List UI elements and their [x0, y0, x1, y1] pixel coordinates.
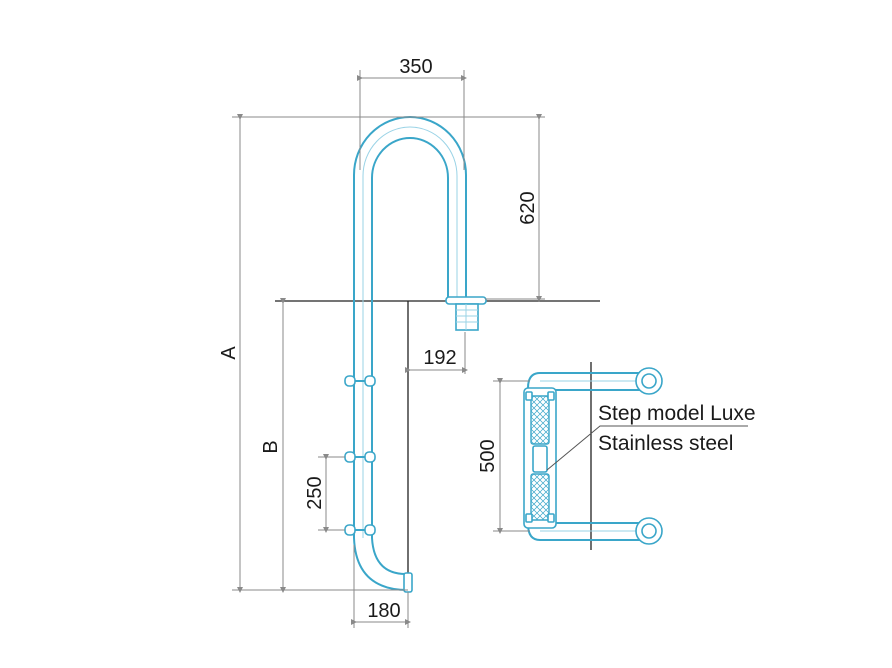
step-clip-top-right [547, 391, 555, 401]
dim-wall-offset-label: 192 [423, 347, 456, 369]
step-clip-bottom-right [547, 513, 555, 523]
handrail-outer [353, 116, 467, 538]
step-bracket-3 [344, 524, 376, 536]
dim-submerged-height: B [260, 298, 286, 593]
dim-bottom-width-label: 180 [367, 600, 400, 622]
dim-total-height-label: A [218, 346, 240, 360]
dim-step-spacing-label: 250 [304, 476, 326, 509]
dim-hook-height-label: 620 [517, 191, 539, 224]
dim-submerged-height-label: B [260, 440, 282, 453]
handrail-inside [371, 137, 449, 538]
step-tread-center [532, 445, 548, 473]
step-detail-view: 500 Step model Luxe Stainless steel [477, 362, 756, 550]
step-bracket-1 [344, 375, 376, 387]
wall-buffer [403, 572, 413, 593]
dim-wall-offset: 192 [405, 332, 468, 374]
handrail-inner [362, 126, 458, 538]
bottom-curve-outer [353, 537, 409, 591]
dim-step-depth: 500 [477, 378, 530, 534]
dim-bottom-width: 180 [351, 545, 411, 628]
note-material: Stainless steel [598, 432, 733, 455]
step-bracket-2 [344, 451, 376, 463]
dim-top-width-label: 350 [399, 56, 432, 78]
step-tread-mesh-top [530, 395, 550, 445]
anchor-socket [455, 303, 479, 331]
note-step-model: Step model Luxe [598, 402, 756, 425]
bottom-curve-inner [371, 537, 407, 575]
dim-step-spacing: 250 [304, 454, 345, 533]
anchor-flange [445, 296, 487, 305]
dim-top-width: 350 [357, 56, 467, 170]
note-leader-line [546, 425, 748, 471]
detail-top-flange-inner [641, 373, 657, 389]
dim-total-height: A [218, 114, 410, 593]
ladder-side-view: 350 620 A B 250 192 [218, 56, 600, 628]
dim-step-depth-label: 500 [477, 439, 499, 472]
detail-bottom-flange-inner [641, 523, 657, 539]
anchor-thread [456, 304, 478, 330]
detail-top-rail [540, 372, 648, 391]
step-tread-mesh-bottom [530, 473, 550, 521]
step-clip-top [525, 391, 533, 401]
dim-hook-height: 620 [410, 114, 545, 302]
detail-bottom-rail [540, 522, 648, 541]
step-clip-bottom [525, 513, 533, 523]
